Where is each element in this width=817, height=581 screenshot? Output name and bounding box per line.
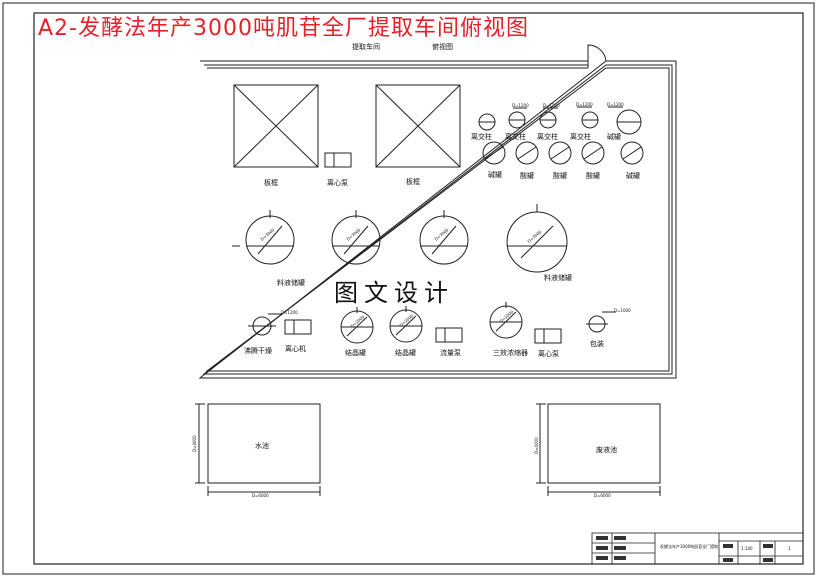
flow-pump (435, 327, 463, 343)
storage-right-label: 料液储罐 (544, 273, 572, 282)
storage-3-dim: D=3000 (433, 227, 449, 242)
tank-acid-label: 碱罐 (607, 132, 621, 141)
centrifugal-pump-top-label: 离心泵 (327, 178, 348, 187)
packing-label: 包装 (590, 339, 604, 348)
fluid-bed-dryer (248, 313, 282, 336)
crystal-tank-1 (340, 307, 374, 344)
storage-left-label: 料液储罐 (277, 278, 305, 287)
dryer-label: 沸腾干燥 (244, 346, 272, 355)
waste-pool (536, 403, 661, 496)
waste-pool-label: 废液池 (596, 445, 617, 454)
col4-dim: D=1200 (607, 102, 624, 107)
storage-2-dim: D=3000 (345, 227, 361, 242)
centrifuge-bottom-left-label: 离心机 (285, 344, 306, 353)
waste-pool-width: D=6000 (594, 493, 611, 498)
title-block-sheet: 1 (788, 546, 791, 551)
title-block-scale: 1:100 (741, 546, 753, 551)
filter-press-1 (233, 84, 319, 168)
title-block (591, 532, 804, 565)
column-3-label: 离交柱 (537, 132, 558, 141)
storage-tanks (232, 204, 568, 273)
filter-press-2 (375, 84, 461, 168)
column-4-label: 离交柱 (570, 132, 591, 141)
ion-exchange-column-1 (478, 107, 527, 131)
flow-pump-label: 流量泵 (440, 348, 461, 357)
tank-3-label: 酸罐 (553, 171, 567, 180)
triple-effect-evaporator (489, 302, 523, 339)
col3-dim: D=1200 (576, 102, 593, 107)
header-left-label: 提取车间 (352, 42, 380, 51)
water-pool-width: D=6000 (252, 493, 269, 498)
ion-exchange-column-4 (608, 106, 642, 135)
storage-1-dim: D=3000 (259, 227, 275, 242)
watermark: 图文设计 (334, 279, 454, 307)
tank-2-label: 酸罐 (520, 171, 534, 180)
tank-1-label: 碱罐 (488, 170, 502, 179)
centrifugal-pump-bottom-right (534, 328, 562, 344)
dryer-dim: D=1200 (281, 310, 298, 315)
crystal-tank-1-label: 结晶罐 (345, 348, 366, 357)
header-right-label: 俯视图 (432, 42, 453, 51)
col1-dim: D=1200 (512, 103, 529, 108)
ion-exchange-column-3 (577, 106, 599, 129)
filter-press-1-label: 板框 (264, 178, 278, 187)
drawing-title: A2-发酵法年产3000吨肌苷全厂提取车间俯视图 (38, 16, 529, 41)
evaporator-label: 三效浓缩器 (493, 348, 528, 357)
water-pool-height: D=4000 (192, 435, 197, 452)
drawing-frame (33, 12, 804, 565)
tank-5-label: 碱罐 (626, 171, 640, 180)
col2-dim: D=1200 (543, 103, 560, 108)
water-pool (195, 403, 321, 496)
centrifuge-bottom-left (284, 319, 312, 335)
storage-4-dim: D=3000 (526, 229, 542, 244)
filter-press-2-label: 板框 (406, 177, 420, 186)
packing-machine (586, 311, 616, 333)
waste-pool-height: D=4000 (534, 437, 539, 454)
tank-4-label: 酸罐 (586, 171, 600, 180)
building-wall (198, 44, 677, 379)
ion-exchange-column-2 (539, 107, 558, 129)
pack-dim: D=1000 (614, 308, 631, 313)
centrifugal-pump-bottom-right-label: 离心泵 (538, 349, 559, 358)
title-block-fill (596, 536, 773, 562)
title-block-name: 发酵法年产3000吨肌苷全厂提取 (660, 543, 718, 549)
centrifugal-pump-top (324, 152, 352, 168)
tank-row (482, 141, 644, 165)
crystal-tank-2-label: 结晶罐 (395, 348, 416, 357)
water-pool-label: 水池 (255, 441, 269, 450)
crystal-tank-2 (389, 306, 423, 343)
column-2-label: 离交柱 (505, 132, 526, 141)
column-1-label: 离交柱 (471, 132, 492, 141)
